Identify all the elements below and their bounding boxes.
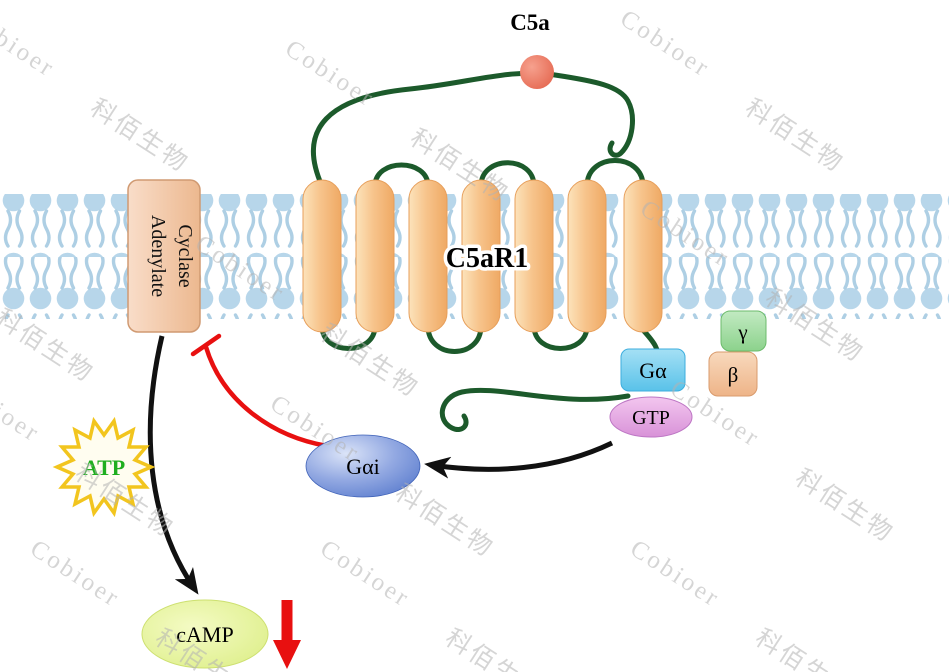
receptor-helix <box>355 179 395 333</box>
receptor-helix <box>408 179 448 333</box>
activation-arrow <box>424 440 614 479</box>
c5a-ligand-circle <box>520 55 554 89</box>
intracellular-loop <box>319 323 378 351</box>
transmembrane-helices <box>302 179 663 333</box>
atp-burst <box>52 416 156 518</box>
atp-label: ATP <box>83 455 125 480</box>
intracellular-loop <box>531 323 590 351</box>
camp-ellipse <box>141 599 269 669</box>
receptor-helix <box>302 179 342 333</box>
g-alpha-label: Gα <box>639 358 667 383</box>
beta-subunit-box <box>708 351 758 397</box>
beta-label: β <box>728 363 739 387</box>
adenylate-cyclase-box <box>127 179 201 333</box>
gtp-ellipse <box>609 396 693 438</box>
gamma-subunit-box <box>720 310 767 352</box>
extracellular-loop <box>372 162 431 189</box>
n-terminus-loop <box>310 70 635 189</box>
receptor-helix <box>567 179 607 333</box>
receptor-helix <box>461 179 501 333</box>
gtp-label: GTP <box>632 407 670 429</box>
gamma-label: γ <box>737 320 747 344</box>
c-terminus-squiggle <box>439 387 631 432</box>
intracellular-loop <box>425 323 484 354</box>
receptor-label: C5aR1 <box>446 243 528 274</box>
receptor-helix <box>514 179 554 333</box>
extracellular-loop <box>584 158 646 189</box>
adenylate-cyclase-label-line2: Cyclase <box>174 224 196 287</box>
inhibition-t-bar <box>190 333 222 357</box>
g-alpha-i-ellipse <box>305 434 421 498</box>
decrease-arrow <box>273 600 301 669</box>
adenylate-cyclase-label-line1: Adenylate <box>147 215 169 297</box>
g-alpha-box <box>620 348 686 392</box>
extracellular-loop <box>478 160 537 189</box>
camp-label: cAMP <box>176 622 233 647</box>
inhibition-arrow <box>203 346 328 449</box>
receptor-helix <box>623 179 663 333</box>
c5a-label: C5a <box>510 10 550 35</box>
ac-to-camp-arrow <box>147 335 199 595</box>
g-alpha-i-label: Gαi <box>346 454 380 479</box>
